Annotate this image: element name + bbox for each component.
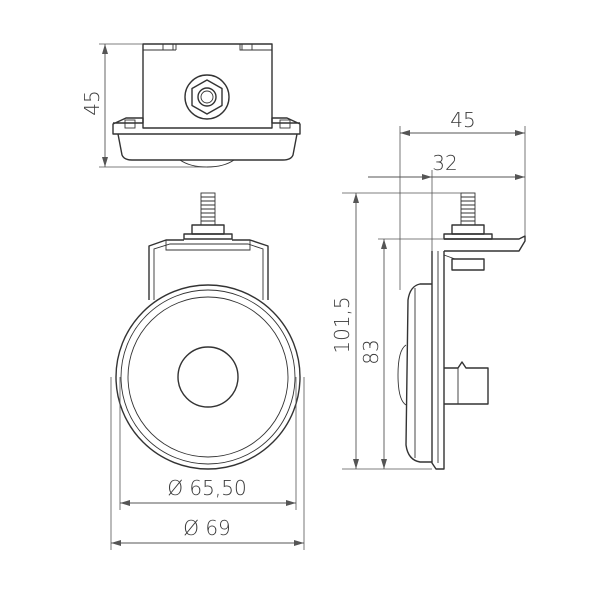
top-view-block — [142, 43, 273, 129]
side-top-plate — [444, 235, 526, 252]
side-view: 45 32 101,5 83 — [330, 108, 526, 470]
top-dim-arrow-top — [102, 44, 108, 54]
top-view-bolt-core — [200, 90, 214, 104]
top-view-nut-washer — [184, 74, 230, 120]
front-bolt-thread — [201, 196, 215, 222]
side-nut-lower — [451, 258, 485, 271]
top-view-lug-right — [241, 43, 253, 51]
top-view-nut — [191, 79, 223, 115]
side-plate-gusset — [443, 254, 456, 260]
d1-arrow-right — [286, 500, 296, 506]
front-wheel-tread — [127, 296, 289, 458]
side-wheel-bulge — [397, 344, 407, 406]
d2-arrow-right — [294, 540, 304, 546]
sd101-arrow-bottom — [353, 459, 359, 469]
side-vertical-plate — [431, 251, 445, 470]
top-view-wheel-edge — [179, 159, 235, 168]
outer-diameter-label: Ø 69 — [183, 516, 231, 540]
wheel-diameter-label: Ø 65,50 — [167, 476, 246, 500]
top-view-bolt — [197, 87, 217, 107]
top-view-flange-slot-right — [279, 119, 291, 129]
top-view: 45 — [80, 43, 301, 168]
top-view-flange — [112, 117, 301, 135]
top-view-lugs — [143, 44, 272, 51]
sd32-arrow-right — [515, 174, 525, 180]
top-view-flange-slot-left — [124, 119, 136, 129]
front-bracket-tabs — [165, 240, 251, 251]
front-wheel-rim — [120, 289, 296, 465]
front-view: Ø 65,50 Ø 69 — [110, 192, 305, 550]
sd45-arrow-left — [400, 130, 410, 136]
d1-arrow-left — [120, 500, 130, 506]
total-height-label: 101,5 — [330, 296, 354, 353]
side-bolt-thread — [461, 196, 475, 222]
front-wheel-outer — [115, 284, 301, 470]
front-washer — [183, 233, 233, 240]
side-inner-width-label: 32 — [432, 151, 457, 175]
sd83-arrow-top — [381, 239, 387, 249]
sd83-arrow-bottom — [381, 459, 387, 469]
sd45-arrow-right — [515, 130, 525, 136]
top-height-label: 45 — [80, 90, 104, 115]
sd101-arrow-top — [353, 193, 359, 203]
side-width-label: 45 — [450, 108, 475, 132]
top-dim-arrow-bottom — [102, 157, 108, 167]
side-hub — [444, 361, 489, 405]
sd32-arrow-left — [422, 174, 432, 180]
front-bracket — [148, 239, 269, 300]
top-view-lug-left — [162, 43, 174, 51]
side-wheel-profile — [405, 283, 432, 463]
top-view-housing — [117, 133, 298, 161]
d2-arrow-left — [111, 540, 121, 546]
front-nut — [191, 224, 225, 235]
wheel-height-label: 83 — [359, 339, 383, 364]
front-bracket-inner — [153, 243, 264, 300]
front-wheel-hub — [177, 346, 239, 408]
side-nut — [451, 224, 485, 235]
side-washer — [443, 233, 493, 240]
